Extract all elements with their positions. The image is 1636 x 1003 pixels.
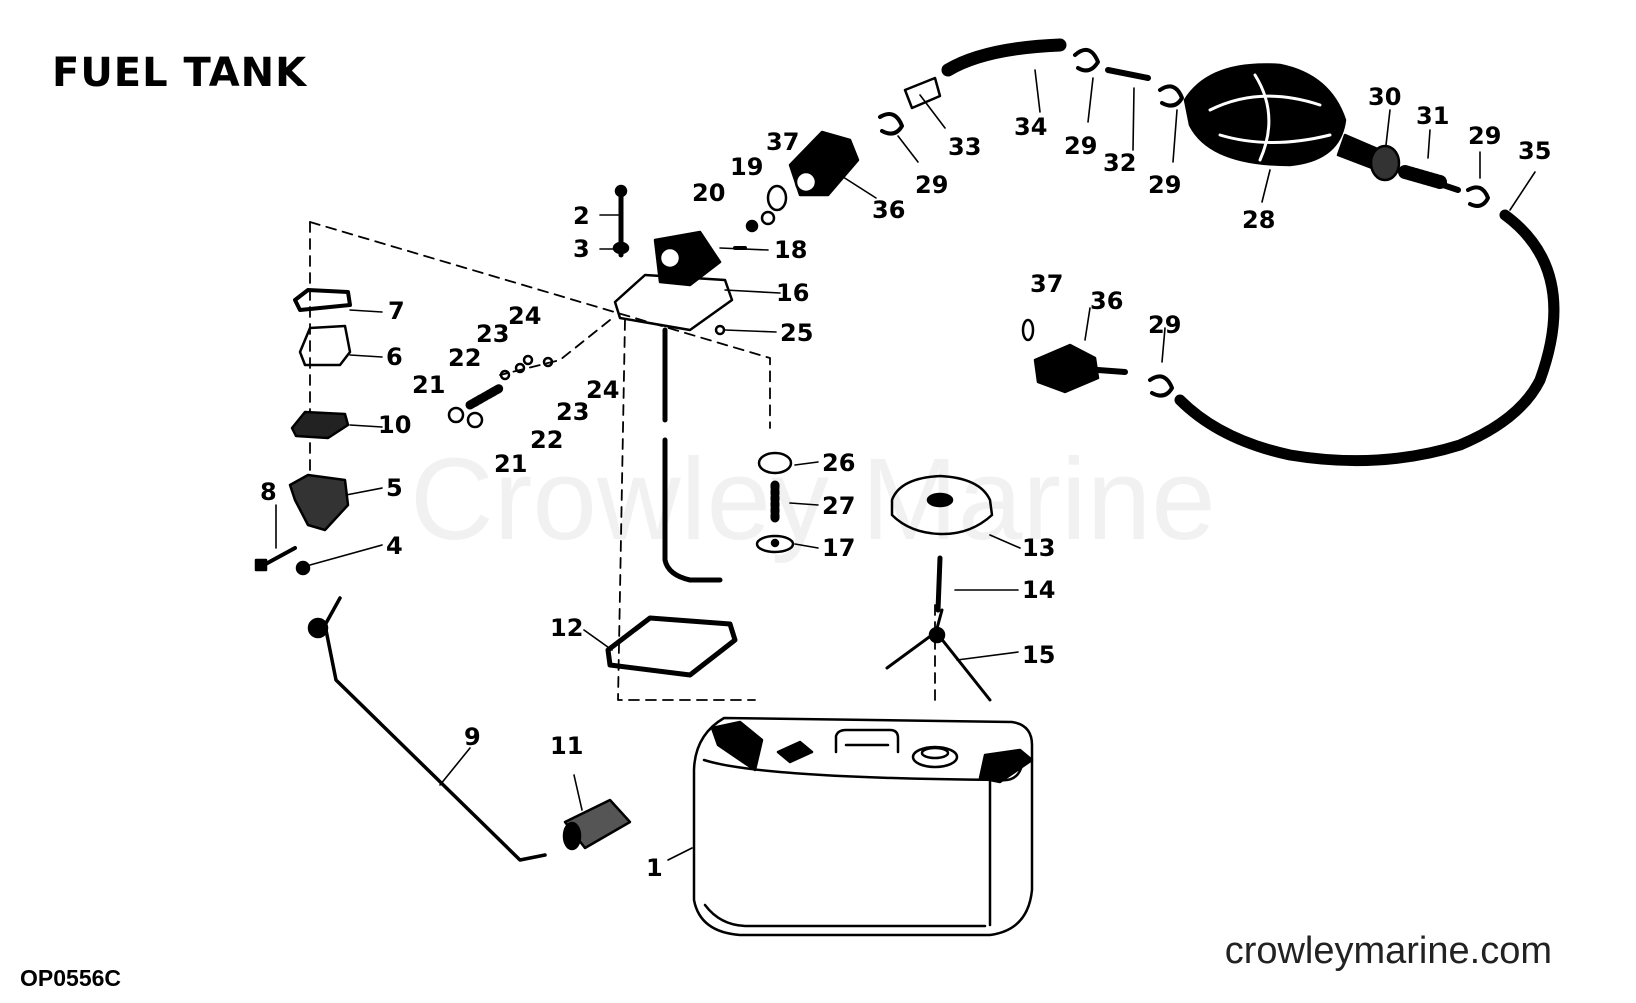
callout-33: 33 (948, 133, 981, 161)
callout-24a: 24 (508, 302, 541, 330)
callout-3: 3 (573, 235, 590, 263)
cap-13-shape (890, 474, 994, 536)
callout-21a: 21 (412, 371, 445, 399)
callout-21b: 21 (494, 450, 527, 478)
callout-29a: 29 (1064, 132, 1097, 160)
fuel-tank-shape (692, 716, 1034, 937)
callout-labels: 1 2 3 4 5 6 7 8 9 10 11 12 13 14 15 16 1… (260, 83, 1551, 882)
callout-36b: 36 (1090, 287, 1123, 315)
hose-35-shape (1174, 209, 1560, 467)
callout-22b: 22 (530, 426, 563, 454)
callout-37b: 37 (1030, 270, 1063, 298)
callout-5: 5 (386, 474, 403, 502)
callout-23a: 23 (476, 320, 509, 348)
callout-18: 18 (774, 236, 807, 264)
callout-35: 35 (1518, 137, 1551, 165)
callout-24b: 24 (586, 376, 619, 404)
callout-14: 14 (1022, 576, 1055, 604)
callout-26: 26 (822, 449, 855, 477)
filter-11-shape (562, 798, 632, 851)
callout-16: 16 (776, 279, 809, 307)
callout-22a: 22 (448, 344, 481, 372)
assembly-guide-lines (309, 221, 936, 707)
plate-10-shape (290, 410, 350, 440)
drawing-code: OP0556C (20, 965, 122, 991)
gasket-7-shape (293, 288, 352, 312)
callout-17: 17 (822, 534, 855, 562)
primer-bulb-28-shape (1183, 63, 1382, 170)
gasket-12-shape (605, 615, 738, 678)
site-url[interactable]: crowleymarine.com (1224, 930, 1552, 972)
callout-2: 2 (573, 202, 590, 230)
callout-4: 4 (386, 532, 403, 560)
callout-1: 1 (646, 854, 663, 882)
connector-36-top-shape (788, 130, 860, 197)
callout-32: 32 (1103, 149, 1136, 177)
callout-25: 25 (780, 319, 813, 347)
callout-19: 19 (730, 153, 763, 181)
callout-13: 13 (1022, 534, 1055, 562)
pickup-tube-shape (662, 327, 723, 583)
leader-lines (275, 69, 1536, 861)
callout-11: 11 (550, 732, 583, 760)
diagram-title: FUEL TANK (52, 50, 308, 96)
part-6-shape (298, 324, 352, 367)
callout-31: 31 (1416, 102, 1449, 130)
watermark: Crowley Marine (410, 434, 1216, 564)
hose-34-shape (941, 38, 1067, 77)
callout-7: 7 (388, 297, 405, 325)
callout-15: 15 (1022, 641, 1055, 669)
callout-8: 8 (260, 478, 277, 506)
callout-30: 30 (1368, 83, 1401, 111)
callout-10: 10 (378, 411, 411, 439)
callout-6: 6 (386, 343, 403, 371)
callout-9: 9 (464, 723, 481, 751)
callout-29c: 29 (915, 171, 948, 199)
callout-29e: 29 (1148, 311, 1181, 339)
bracket-5-shape (288, 473, 350, 532)
callout-28: 28 (1242, 206, 1275, 234)
connector-36-right-shape (1033, 343, 1128, 394)
callout-29b: 29 (1148, 171, 1181, 199)
gauge-head-16-shape (613, 230, 734, 332)
callout-29d: 29 (1468, 122, 1501, 150)
callout-23b: 23 (556, 398, 589, 426)
callout-37a: 37 (766, 128, 799, 156)
callout-12: 12 (550, 614, 583, 642)
callout-36a: 36 (872, 196, 905, 224)
callout-20: 20 (692, 179, 725, 207)
callout-34: 34 (1014, 113, 1047, 141)
callout-27: 27 (822, 492, 855, 520)
float-rod-shape (323, 596, 547, 862)
